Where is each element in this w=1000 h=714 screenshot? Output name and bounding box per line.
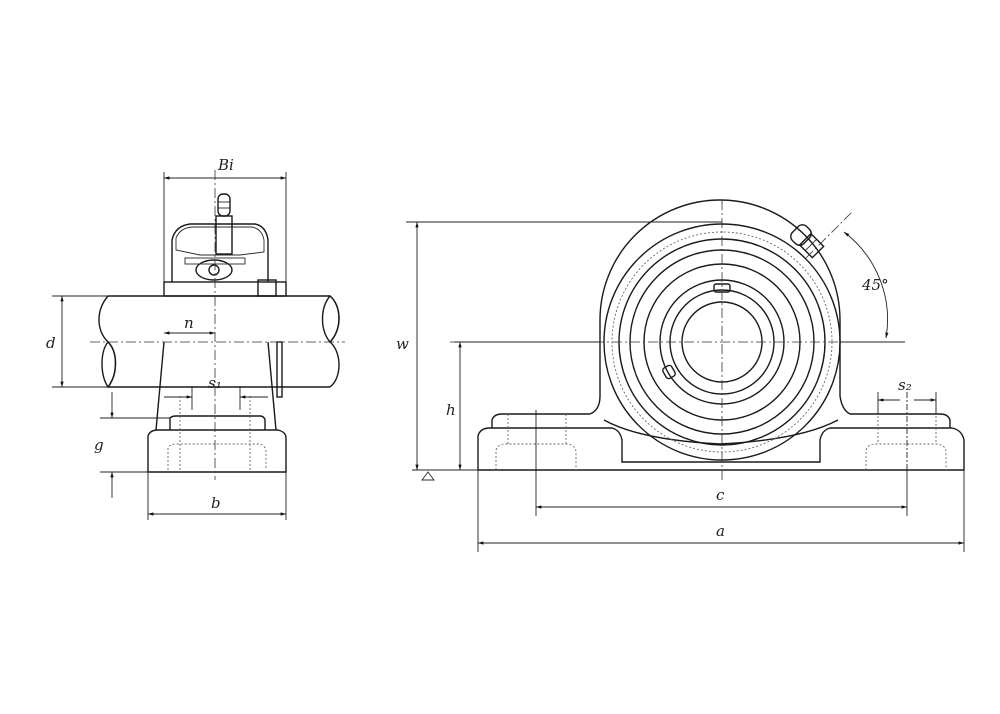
label-d: d [46,334,56,352]
front-view: w h 45° s₂ c [396,199,965,552]
dimension-angle: 45° [840,231,905,343]
label-n: n [184,314,194,332]
grease-fitting [790,224,825,259]
dimension-h: h [446,341,600,470]
datum-triangle [421,471,435,481]
dimension-c: c [535,410,908,516]
label-c: c [716,486,725,504]
dimension-a: a [477,470,965,552]
base [477,400,965,471]
label-b: b [211,494,221,512]
fitting-axis [805,211,853,259]
dimension-w: w [396,221,722,481]
label-w: w [396,335,409,353]
label-Bi: Bi [217,156,234,174]
inner-ring [163,281,287,297]
housing-top [171,193,269,282]
label-s2: s₂ [898,376,912,394]
housing-outline [589,199,851,415]
pedestal [147,341,287,473]
dimension-g: g [94,392,170,498]
dimension-s2: s₂ [877,376,937,470]
housing-lower-curve [603,419,839,445]
set-screw-front [662,364,676,380]
label-a: a [716,522,725,540]
label-s1: s₁ [208,374,222,392]
dimension-Bi: Bi [163,156,287,282]
label-g: g [94,436,104,454]
dimension-n: n [164,314,215,335]
label-angle: 45° [861,276,889,294]
label-h: h [446,401,456,419]
side-view: Bi n d s₁ g b [46,156,345,520]
dimension-d: d [46,295,108,388]
dimension-b: b [147,472,287,520]
set-screw [257,279,277,297]
dimension-s1: s₁ [164,374,268,410]
